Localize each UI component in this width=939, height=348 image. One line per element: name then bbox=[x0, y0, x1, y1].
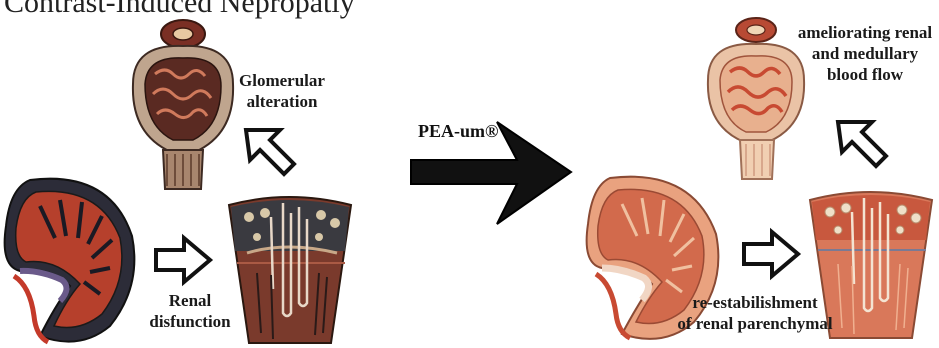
arrow-right-healthy-icon bbox=[740, 230, 802, 280]
kidney-damaged-illustration bbox=[0, 176, 145, 344]
arrow-right-icon bbox=[152, 236, 214, 286]
renal-disfunction-label: Renal disfunction bbox=[140, 290, 240, 332]
blood-flow-label: ameliorating renal and medullary blood f… bbox=[795, 22, 935, 85]
medulla-damaged-illustration bbox=[227, 193, 353, 345]
glomerular-alteration-label: Glomerular alteration bbox=[232, 70, 332, 112]
glomerulus-damaged-illustration bbox=[123, 14, 243, 189]
big-arrow-right-icon bbox=[405, 118, 575, 228]
arrow-up-left-icon bbox=[240, 122, 300, 182]
parenchymal-reestablishment-label: re-estabilishment of renal parenchymal bbox=[670, 292, 840, 334]
arrow-up-left-healthy-icon bbox=[832, 114, 892, 174]
glomerulus-healthy-illustration bbox=[700, 14, 810, 179]
